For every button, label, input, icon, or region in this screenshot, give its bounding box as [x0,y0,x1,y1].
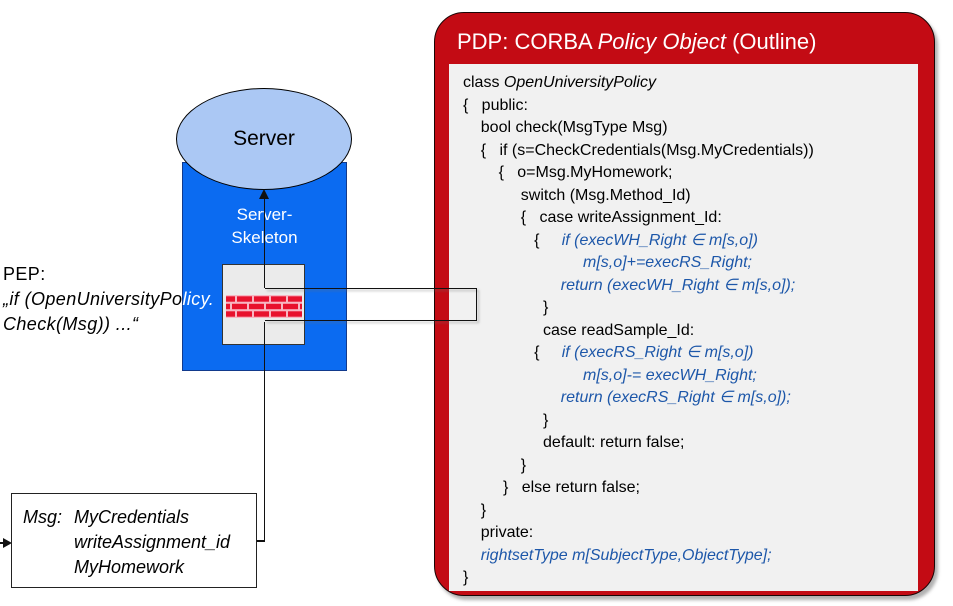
msg-label: Msg: [23,507,63,527]
code-line: m[s,o]+=execRS_Right; [583,254,752,271]
code-line: { if (execRS_Right ∈ m[s,o]) [463,344,754,361]
code-panel: class OpenUniversityPolicy { public: bool… [449,64,918,591]
code-line: class OpenUniversityPolicy [463,74,656,91]
pdp-title: PDP: CORBA Policy Object (Outline) [457,29,816,55]
pep-annotation: PEP: „if (OpenUniversityPolicy. Check(Ms… [3,262,214,337]
flow-line-jog [257,540,265,542]
code-block: class OpenUniversityPolicy { public: bool… [463,72,918,590]
pep-code-line1-overlap: licy. [182,289,215,309]
code-line: rightsetType m[SubjectType,ObjectType]; [480,546,772,564]
code-line: case readSample_Id: [463,321,695,339]
code-line: } [463,299,549,316]
code-line: } else return false; [463,479,640,496]
server-label: Server [233,127,295,150]
server-ellipse: Server [176,88,352,190]
code-line: switch (Msg.Method_Id) [463,186,691,204]
pdp-title-suffix: (Outline) [725,29,817,54]
code-line: } [463,411,549,429]
code-line: { if (execWH_Right ∈ m[s,o]) [463,231,758,249]
code-line: bool check(MsgType Msg) [463,119,668,136]
code-line: default: return false; [463,434,685,451]
code-line: } [463,569,469,586]
flow-line-lower [263,322,265,542]
msg-item: MyHomework [74,557,185,577]
pep-code-line1: „if (OpenUniversityPolicy. [3,289,215,309]
code-line: return (execRS_Right ∈ m[s,o]); [560,389,791,406]
interceptor-pipe [265,288,477,321]
code-line: { case writeAssignment_Id: [463,209,722,226]
code-line: m[s,o]-= execWH_Right; [583,366,757,384]
pdp-title-italic: Policy Object [597,29,726,54]
flow-line-upper [263,198,265,288]
code-line: { public: [463,96,528,114]
code-line: } [463,456,527,474]
msg-item: writeAssignment_id [74,532,231,552]
code-line: return (execWH_Right ∈ m[s,o]); [560,276,796,294]
pdp-title-prefix: PDP: CORBA [457,29,598,54]
firewall-brick-pattern [226,295,302,318]
code-line: } [463,501,487,519]
flow-arrowhead-up-icon [259,189,269,199]
code-line: { if (s=CheckCredentials(Msg.MyCredentia… [463,141,814,159]
code-line: private: [463,524,534,541]
msg-arrowhead-right-icon [3,537,12,548]
msg-item: MyCredentials [74,507,190,527]
pep-heading: PEP: [3,264,46,284]
code-line: { o=Msg.MyHomework; [463,164,673,181]
pep-code-line2: Check(Msg)) ...“ [3,314,139,334]
